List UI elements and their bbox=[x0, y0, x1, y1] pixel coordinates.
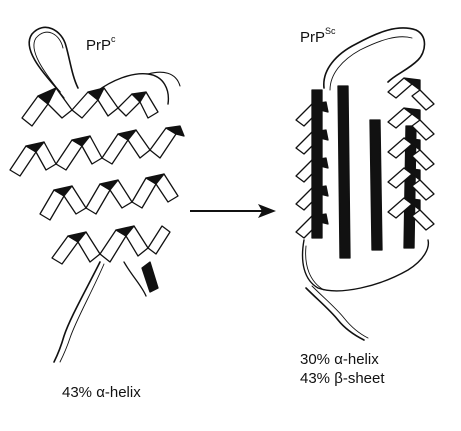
prpsc-composition: 30% α-helix 43% β-sheet bbox=[300, 350, 385, 388]
prpc-composition: 43% α-helix bbox=[62, 383, 141, 402]
prpsc-superscript: Sc bbox=[325, 26, 336, 36]
prpc-helix-3 bbox=[39, 173, 179, 221]
prpc-lower-tail bbox=[53, 261, 101, 363]
prpsc-structure bbox=[295, 27, 435, 341]
prpc-helix-1 bbox=[21, 87, 159, 127]
prpsc-helix-right bbox=[387, 77, 435, 231]
prpc-top-loop bbox=[28, 26, 79, 93]
prpsc-alpha-helix-pct: 30% α-helix bbox=[300, 351, 379, 368]
prpc-helix-4 bbox=[51, 225, 171, 293]
prpsc-beta-sheet-pct: 43% β-sheet bbox=[300, 370, 385, 387]
prpc-title: PrPc bbox=[86, 34, 116, 54]
prpc-structure bbox=[9, 26, 185, 363]
prpc-helix-2 bbox=[9, 125, 185, 177]
prpsc-title: PrPSc bbox=[300, 26, 336, 46]
prpsc-beta-sheet bbox=[311, 85, 417, 259]
prpsc-tail bbox=[305, 287, 365, 341]
prpsc-lower-loop bbox=[301, 239, 430, 292]
conversion-arrow bbox=[190, 204, 276, 218]
prpsc-top-loop bbox=[323, 27, 426, 89]
prpc-alpha-helix-pct: 43% α-helix bbox=[62, 384, 141, 401]
prpc-superscript: c bbox=[111, 34, 116, 44]
